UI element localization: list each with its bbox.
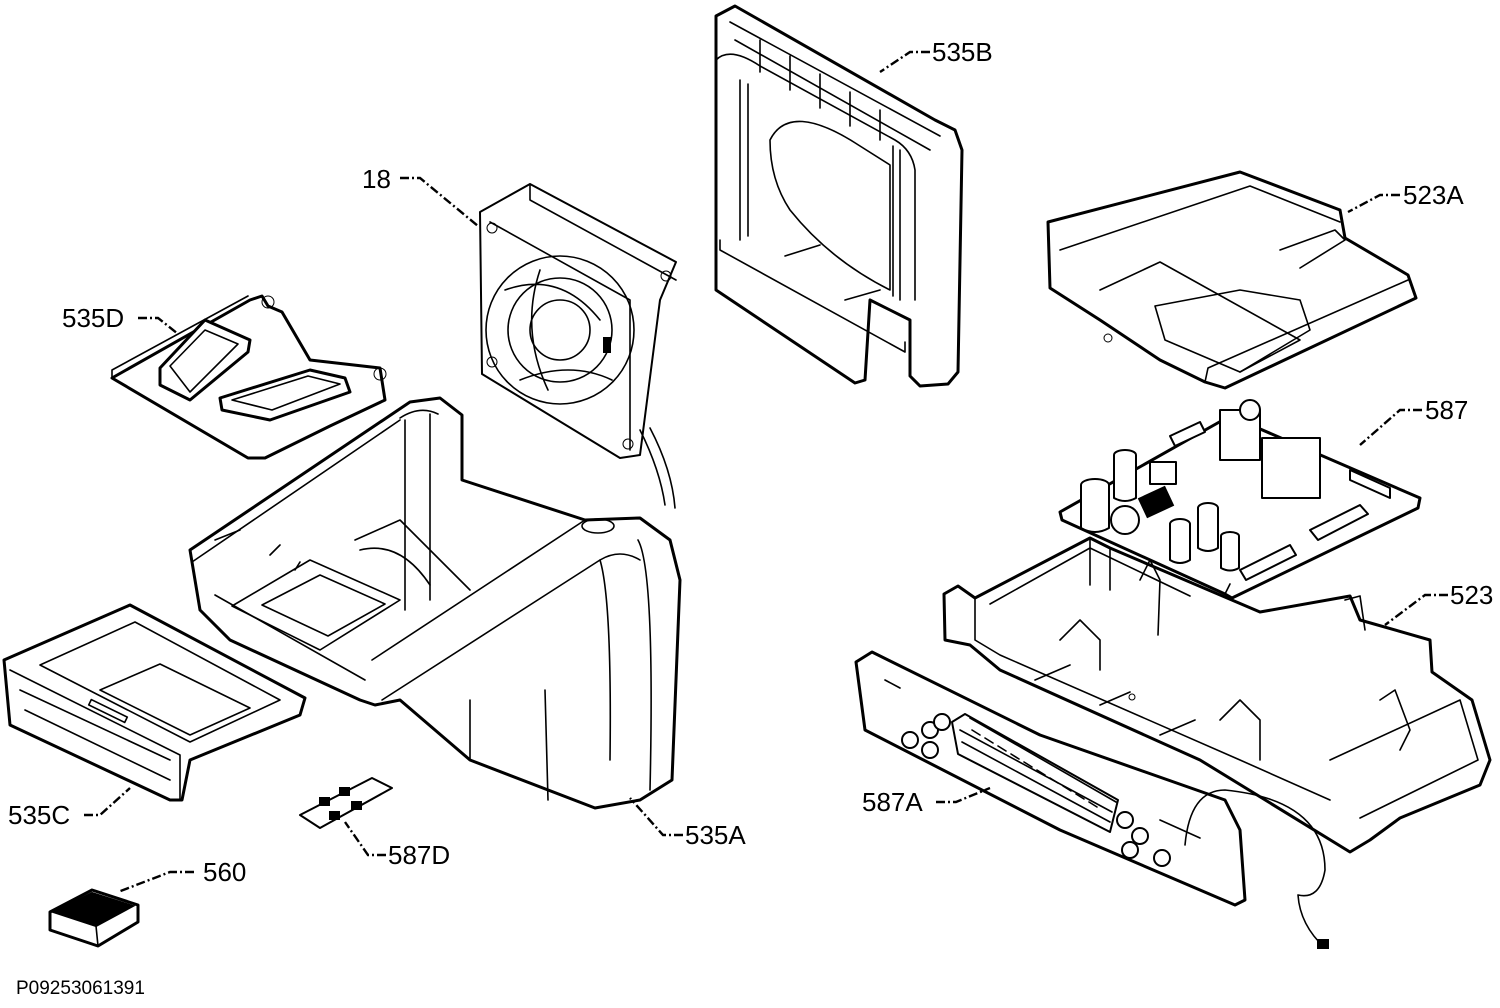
part-18-fan	[479, 183, 677, 509]
callout-18: 18	[362, 164, 391, 194]
callout-535D: 535D	[62, 303, 124, 333]
part-535A-main-housing	[188, 396, 682, 810]
callout-523A: 523A	[1403, 180, 1464, 210]
callout-535C: 535C	[8, 800, 70, 830]
part-535D-top-panel	[110, 294, 387, 460]
part-587D-small-board	[299, 777, 393, 829]
leader-523	[1384, 593, 1448, 626]
callout-587A: 587A	[862, 787, 923, 817]
leader-560	[117, 870, 194, 894]
drawing-reference-code: P09253061391	[16, 978, 145, 999]
callout-535A: 535A	[685, 820, 746, 850]
leader-587	[1359, 408, 1422, 446]
part-560-filter-pad	[48, 888, 140, 948]
leader-587D	[344, 821, 386, 857]
leader-535D	[138, 316, 179, 335]
callout-523: 523	[1450, 580, 1493, 610]
leader-535A	[629, 797, 683, 837]
leader-523A	[1347, 193, 1400, 214]
part-523-base-tray	[942, 536, 1492, 854]
part-587-main-pcb	[1058, 399, 1422, 600]
leader-535B	[879, 50, 930, 73]
callout-587D: 587D	[388, 840, 450, 870]
callout-587: 587	[1425, 395, 1468, 425]
part-535C-drawer	[2, 603, 307, 802]
part-587A-display-board	[854, 650, 1329, 949]
leader-535C	[84, 787, 131, 817]
callout-535B: 535B	[932, 37, 993, 67]
callout-560: 560	[203, 857, 246, 887]
leader-18	[400, 176, 479, 227]
part-535B-front-frame	[714, 4, 964, 388]
part-523A-cover	[1046, 170, 1418, 390]
leader-587A	[936, 786, 991, 804]
